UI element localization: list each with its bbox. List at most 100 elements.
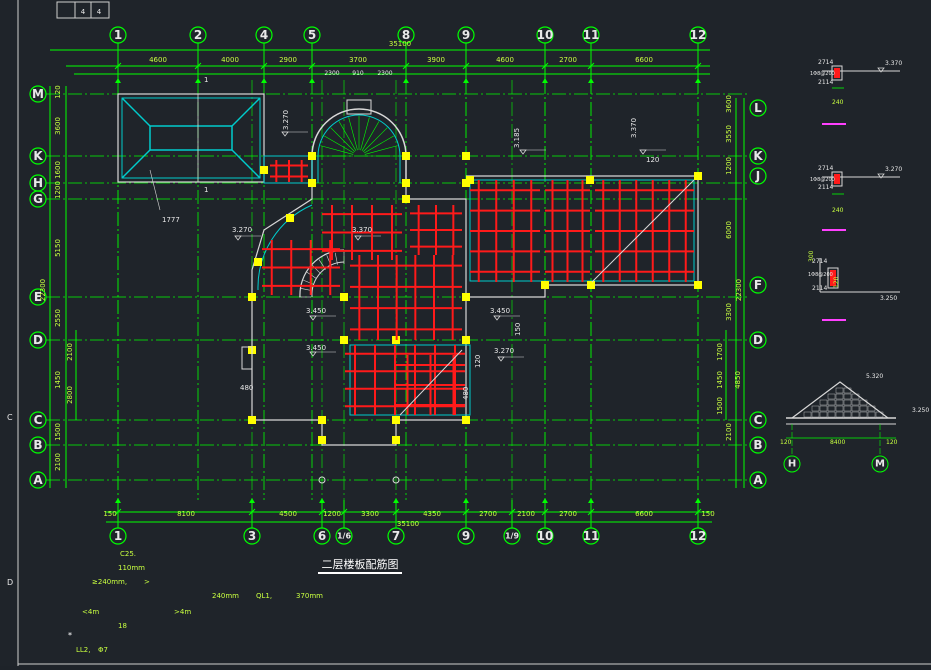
sheet-frame: 4 4 C D — [7, 0, 931, 666]
roof-brick — [859, 399, 868, 406]
stair-tread — [348, 117, 358, 151]
axis-label-bottom: 1/6 — [337, 532, 351, 541]
dim-right-inner-0: 4850 — [734, 371, 742, 389]
dim-tick — [114, 62, 122, 70]
axis-bubble-right — [749, 167, 767, 185]
structure — [115, 78, 702, 503]
title-block — [56, 1, 110, 19]
elev-3: 3.450 — [306, 344, 326, 352]
dim-tick — [402, 62, 410, 70]
column — [462, 336, 470, 344]
grid-marker — [463, 498, 469, 503]
sec1-top: 2714 — [818, 165, 833, 172]
elevation-marker — [309, 351, 317, 357]
elev-7: 3.370 — [630, 118, 638, 138]
grid-marker — [463, 78, 469, 83]
grid-marker — [115, 498, 121, 503]
dim-bottom-9: 6600 — [635, 510, 653, 518]
note-6: 370mm — [296, 592, 323, 600]
roof-axis-right: M — [875, 459, 885, 470]
grid-marker — [695, 498, 701, 503]
roof-brick — [867, 405, 876, 412]
roof-brick — [843, 387, 852, 394]
roof-brick — [851, 399, 860, 406]
axis-bubble-top — [189, 26, 207, 44]
axis-label-top: 12 — [690, 28, 707, 42]
dim-top-6: 2700 — [559, 56, 577, 64]
margin-mark-d: D — [7, 578, 13, 587]
note-7: <4m — [82, 608, 99, 616]
dim-bottom-6: 2700 — [479, 510, 497, 518]
roof-axis-right-bubble — [871, 455, 889, 473]
axis-bubble-top — [303, 26, 321, 44]
roof-block — [117, 93, 265, 183]
roof-brick — [827, 411, 836, 418]
sec0-top: 2714 — [818, 59, 833, 66]
spiral-tread — [311, 264, 321, 274]
axis-bubble-right — [749, 471, 767, 489]
dim-top-sub-0: 2300 — [324, 70, 339, 77]
roof-right: 3.250 — [912, 407, 929, 414]
column — [462, 152, 470, 160]
dim-right-1: 3550 — [725, 125, 733, 143]
column — [318, 416, 326, 424]
dim-tick — [541, 508, 549, 516]
sec2-elev: 3.250 — [880, 295, 897, 302]
axis-bubble-left — [29, 331, 47, 349]
stair-tread — [360, 117, 370, 151]
axis-bubble-top — [582, 26, 600, 44]
note-mark: * — [68, 631, 72, 640]
stair-arc-inner — [317, 114, 401, 183]
section3-rebar — [830, 270, 836, 286]
roof-brick — [811, 411, 820, 418]
grid-marker — [309, 78, 315, 83]
axis-label-right: D — [753, 333, 763, 347]
dim-top-4: 3900 — [427, 56, 445, 64]
roof-brick — [859, 411, 868, 418]
dim-top-sub-2: 2300 — [377, 70, 392, 77]
roof-brick — [851, 411, 860, 418]
axis-bubble-bottom — [243, 527, 261, 545]
dim-left-6: 1450 — [54, 371, 62, 389]
axis-label-bottom: 3 — [248, 529, 256, 543]
dim-tick — [508, 508, 516, 516]
elev-0: 3.270 — [232, 226, 252, 234]
axis-bubble-left — [29, 147, 47, 165]
axis-label-top: 5 — [308, 28, 316, 42]
roof-axis-left-bubble — [783, 455, 801, 473]
column — [402, 179, 410, 187]
section-texts: 2714 3.370 1Φ8@200 2114 240 2714 3.270 1… — [780, 59, 929, 473]
axis-label-top: 1 — [114, 28, 122, 42]
dim-top-3: 3700 — [349, 56, 367, 64]
small-label-0: 120 — [646, 156, 659, 164]
roof-brick — [811, 405, 820, 412]
column — [308, 179, 316, 187]
column — [392, 416, 400, 424]
axis-label-left: E — [34, 290, 42, 304]
stair-top-box — [346, 99, 372, 115]
dim-right-2: 1200 — [725, 157, 733, 175]
note-5: QL1, — [256, 592, 272, 600]
dim-right-0: 3600 — [725, 95, 733, 113]
axis-bubble-bottom — [387, 527, 405, 545]
roof-brick — [819, 411, 828, 418]
sec1-elev: 3.270 — [885, 166, 902, 173]
axis-label-right: K — [753, 149, 763, 163]
dim-top-sub-1: 910 — [352, 70, 364, 77]
grid-marker — [261, 78, 267, 83]
axis-label-left: A — [33, 473, 43, 487]
dim-right-8: 2100 — [725, 423, 733, 441]
grid-marker — [542, 498, 548, 503]
roof-brick — [875, 411, 884, 418]
axis-label-left: D — [33, 333, 43, 347]
axis-label-top: 9 — [462, 28, 470, 42]
column — [286, 214, 294, 222]
column — [340, 336, 348, 344]
roof-brick — [843, 411, 852, 418]
column — [466, 176, 474, 184]
dim-bottom-7: 2100 — [517, 510, 535, 518]
axis-label-top: 11 — [583, 28, 600, 42]
section-elev-marker — [877, 67, 885, 73]
